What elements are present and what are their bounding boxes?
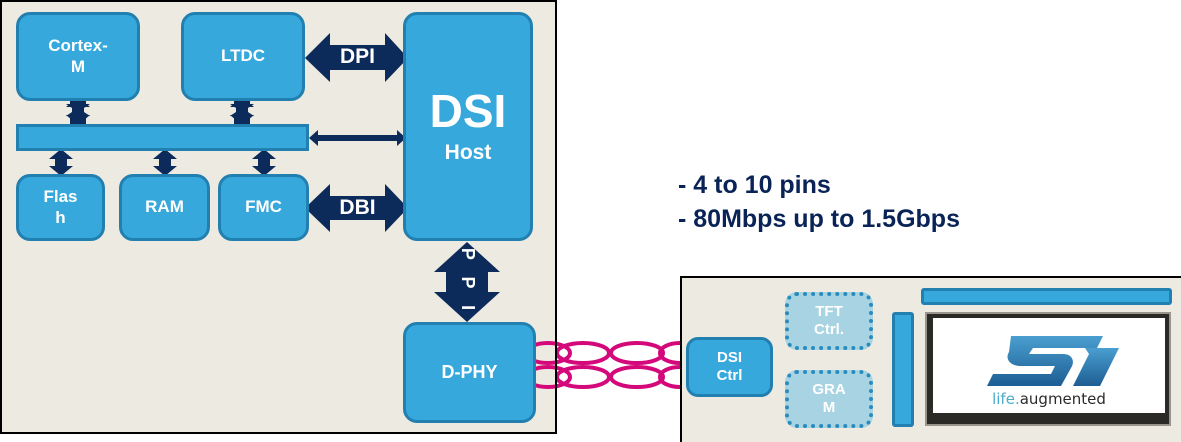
dsi-host-block: DSI Host — [403, 12, 533, 241]
lane-loop — [555, 341, 611, 365]
dsi-host-subtitle: Host — [444, 140, 492, 164]
logo-tagline: life.augmented — [933, 390, 1165, 408]
gram-block: GRA M — [785, 370, 873, 428]
tft-ctrl-block: TFT Ctrl. — [785, 292, 873, 350]
dsi-host-title: DSI — [429, 84, 507, 137]
soc-panel-edge — [555, 330, 557, 390]
dpi-label: DPI — [339, 45, 375, 68]
tagline-life: life — [992, 390, 1015, 408]
fmc-bus-arrow — [252, 149, 276, 176]
gate-driver-bar — [892, 312, 914, 427]
dpi-arrow — [305, 33, 408, 82]
ram-block: RAM — [119, 174, 210, 241]
screen-content: life.augmented — [933, 318, 1165, 413]
bus-dsi-arrow — [309, 130, 406, 146]
ltdc-bus-arrow — [230, 97, 254, 125]
flash-bus-arrow — [49, 149, 73, 176]
vertical-double-arrows — [49, 33, 500, 322]
source-driver-bar — [921, 288, 1172, 305]
flash-block: Flas h — [16, 174, 105, 241]
st-logo-icon — [987, 336, 1119, 386]
tagline-augmented: augmented — [1019, 390, 1106, 408]
d-phy-block: D-PHY — [403, 322, 536, 423]
ltdc-block: LTDC — [181, 12, 305, 101]
dsi-link-lanes — [524, 341, 702, 389]
dsi-ctrl-block: DSI Ctrl — [686, 337, 773, 397]
tagline-dot: . — [1014, 390, 1020, 408]
ram-bus-arrow — [153, 149, 177, 176]
cortex-m-block: Cortex- M — [16, 12, 140, 101]
lane-loop — [555, 365, 611, 389]
ppi-label: P P I — [458, 247, 478, 317]
ppi-arrow — [434, 242, 500, 322]
feature-pins: - 4 to 10 pins — [678, 171, 831, 199]
system-bus — [16, 124, 309, 151]
fmc-block: FMC — [218, 174, 309, 241]
cortex-bus-arrow — [66, 97, 90, 125]
lane-loop — [609, 365, 665, 389]
dbi-label: DBI — [339, 196, 376, 219]
feature-bandwidth: - 80Mbps up to 1.5Gbps — [678, 205, 960, 233]
dbi-arrow — [305, 184, 408, 232]
display-screen: life.augmented — [925, 312, 1171, 426]
lane-loop — [609, 341, 665, 365]
